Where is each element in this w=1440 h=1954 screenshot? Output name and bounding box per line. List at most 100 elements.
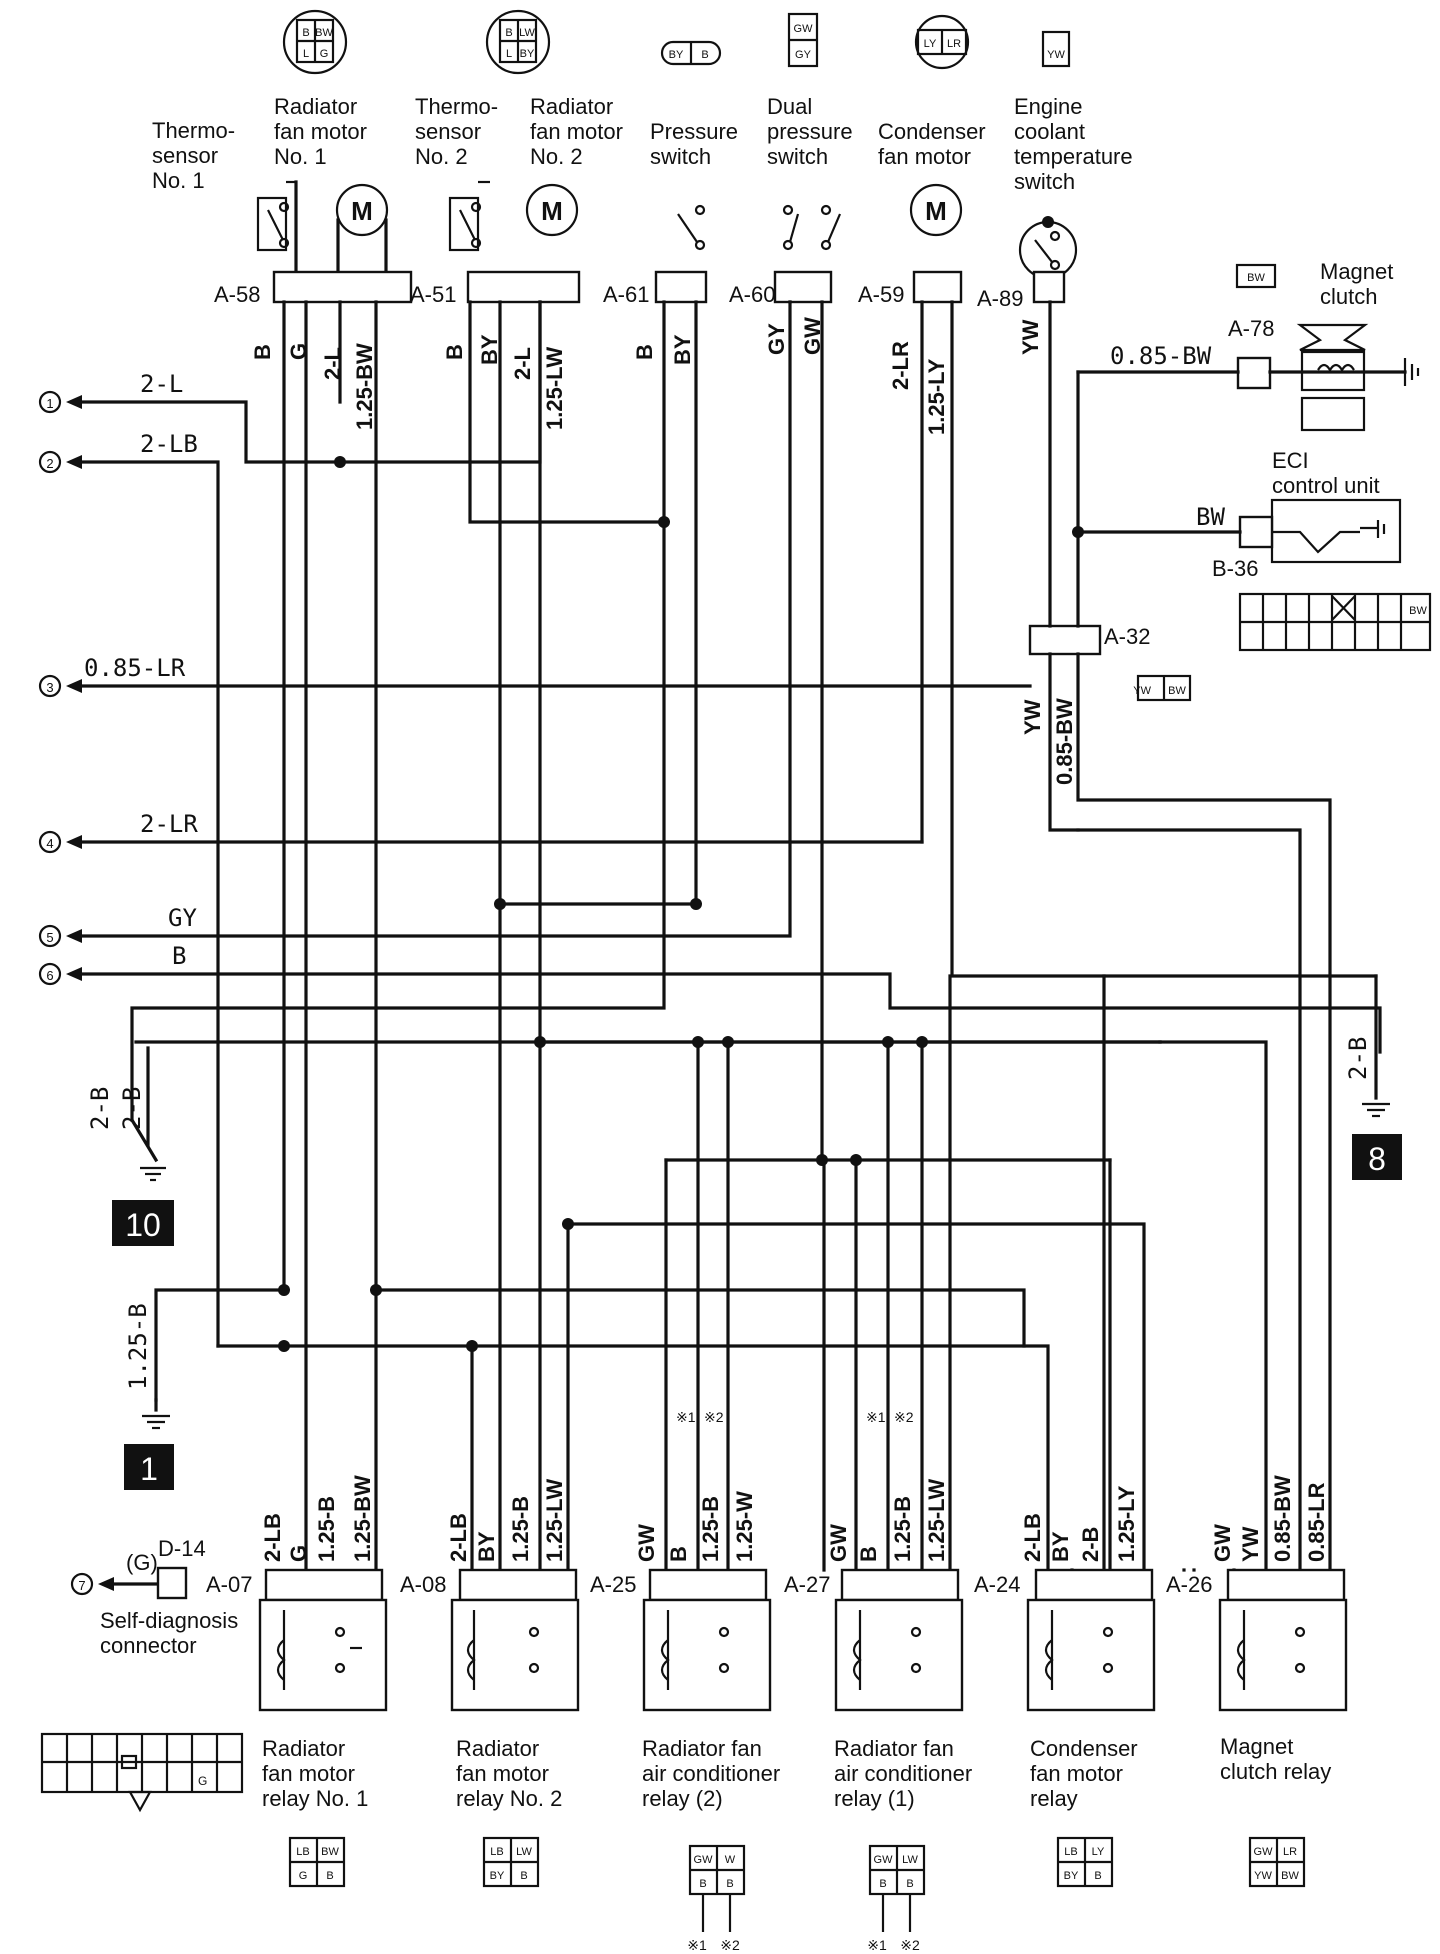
top-component-labels: Thermo- sensor No. 1 Radiator fan motor … [152, 94, 1133, 194]
terminal-2: 2 2-LB [38, 430, 198, 474]
svg-text:1.25-LW: 1.25-LW [542, 1479, 567, 1562]
svg-text:B: B [701, 49, 708, 61]
svg-text:Radiator fan: Radiator fan [642, 1736, 762, 1761]
svg-text:B: B [302, 27, 309, 39]
svg-text:BW: BW [1168, 685, 1186, 697]
svg-text:LY: LY [1092, 1846, 1105, 1858]
svg-text:G: G [299, 1870, 308, 1882]
svg-text:1.25-W: 1.25-W [732, 1491, 757, 1562]
svg-text:B: B [906, 1878, 913, 1890]
svg-text:temperature: temperature [1014, 144, 1133, 169]
svg-text:A-32: A-32 [1104, 624, 1150, 649]
svg-text:1.25-BW: 1.25-BW [350, 1475, 375, 1562]
svg-text:BW: BW [321, 1846, 339, 1858]
svg-text:Thermo-: Thermo- [415, 94, 498, 119]
svg-text:B: B [172, 942, 186, 970]
thermo1-symbol [256, 180, 298, 274]
svg-text:switch: switch [1014, 169, 1075, 194]
svg-text:YW: YW [1238, 1526, 1263, 1562]
svg-text:2-LB: 2-LB [1020, 1513, 1045, 1562]
svg-text:2-B: 2-B [86, 1087, 114, 1130]
svg-text:2: 2 [46, 456, 53, 471]
svg-text:BW: BW [315, 27, 333, 39]
eci-control-unit: ECI control unit BW B-36 BW [1196, 448, 1432, 652]
svg-text:GW: GW [1254, 1846, 1274, 1858]
svg-text:B: B [505, 27, 512, 39]
svg-text:A-61: A-61 [603, 282, 649, 307]
svg-text:Radiator: Radiator [262, 1736, 345, 1761]
ground-10: 2-B 2-B 10 [86, 1046, 174, 1246]
svg-text:BW: BW [1247, 272, 1265, 284]
svg-text:A-89: A-89 [977, 286, 1023, 311]
svg-text:control unit: control unit [1272, 473, 1380, 498]
svg-text:LB: LB [296, 1846, 309, 1858]
svg-text:8: 8 [1368, 1141, 1386, 1177]
top-connectors [272, 270, 1066, 304]
svg-text:※1: ※1 [866, 1409, 886, 1425]
svg-text:B: B [520, 1870, 527, 1882]
svg-text:1.25-B: 1.25-B [124, 1303, 152, 1390]
svg-text:clutch: clutch [1320, 284, 1377, 309]
svg-text:No. 2: No. 2 [530, 144, 583, 169]
svg-text:A-51: A-51 [410, 282, 456, 307]
svg-text:pressure: pressure [767, 119, 853, 144]
svg-text:coolant: coolant [1014, 119, 1085, 144]
svg-text:0.85-LR: 0.85-LR [1304, 1482, 1329, 1562]
svg-text:B: B [442, 344, 467, 360]
svg-text:relay (2): relay (2) [642, 1786, 723, 1811]
svg-text:4: 4 [46, 836, 53, 851]
pressure-switch-symbol [677, 204, 706, 251]
radfan2-pin-diagram: B LW L BY [485, 9, 551, 75]
svg-text:LB: LB [490, 1846, 503, 1858]
coolant-switch-symbol [1018, 216, 1078, 280]
svg-text:relay No. 1: relay No. 1 [262, 1786, 368, 1811]
svg-text:10: 10 [125, 1207, 161, 1243]
svg-text:2-L: 2-L [510, 347, 535, 380]
svg-text:W: W [725, 1854, 736, 1866]
relay-a26: A-26 [1166, 1568, 1348, 1712]
svg-text:air conditioner: air conditioner [642, 1761, 780, 1786]
svg-text:A-07: A-07 [206, 1572, 252, 1597]
svg-text:GW: GW [826, 1524, 851, 1562]
svg-text:Pressure: Pressure [650, 119, 738, 144]
svg-text:B: B [666, 1546, 691, 1562]
svg-text:2-LB: 2-LB [140, 430, 198, 458]
svg-text:Condenser: Condenser [1030, 1736, 1138, 1761]
svg-text:0.85-BW: 0.85-BW [1052, 698, 1077, 785]
thermo2-symbol [448, 180, 490, 252]
svg-text:Magnet: Magnet [1220, 1734, 1293, 1759]
svg-text:2-L: 2-L [140, 370, 183, 398]
svg-text:GW: GW [874, 1854, 894, 1866]
relay-wire-labels: 2-LB G 1.25-B 1.25-BW 2-LB BY 1.25-B 1.2… [260, 1475, 1329, 1562]
svg-text:BW: BW [1196, 503, 1225, 531]
svg-text:B: B [699, 1878, 706, 1890]
svg-text:YW: YW [1018, 319, 1043, 355]
svg-text:A-25: A-25 [590, 1572, 636, 1597]
svg-text:2-B: 2-B [118, 1087, 146, 1130]
svg-text:B: B [726, 1878, 733, 1890]
svg-text:LY: LY [924, 38, 937, 50]
radfan2-motor-symbol: M [525, 183, 579, 237]
dualpressure-switch-symbol [782, 204, 842, 251]
svg-text:Magnet: Magnet [1320, 259, 1393, 284]
svg-text:BY: BY [477, 334, 502, 365]
svg-text:※2: ※2 [900, 1937, 920, 1953]
svg-text:M: M [925, 196, 947, 226]
coolant-pin-diagram: YW [1041, 30, 1071, 68]
svg-text:switch: switch [767, 144, 828, 169]
svg-text:B: B [632, 344, 657, 360]
svg-text:※1: ※1 [687, 1937, 707, 1953]
svg-text:LW: LW [519, 27, 535, 39]
svg-text:LR: LR [947, 38, 961, 50]
radfan1-pin-diagram: B BW L G [282, 9, 348, 75]
svg-text:G: G [286, 1545, 311, 1562]
svg-text:relay No. 2: relay No. 2 [456, 1786, 562, 1811]
svg-text:Thermo-: Thermo- [152, 118, 235, 143]
svg-text:BW: BW [1281, 1870, 1299, 1882]
svg-text:GY: GY [168, 904, 197, 932]
svg-text:fan motor: fan motor [274, 119, 367, 144]
svg-text:fan motor: fan motor [456, 1761, 549, 1786]
